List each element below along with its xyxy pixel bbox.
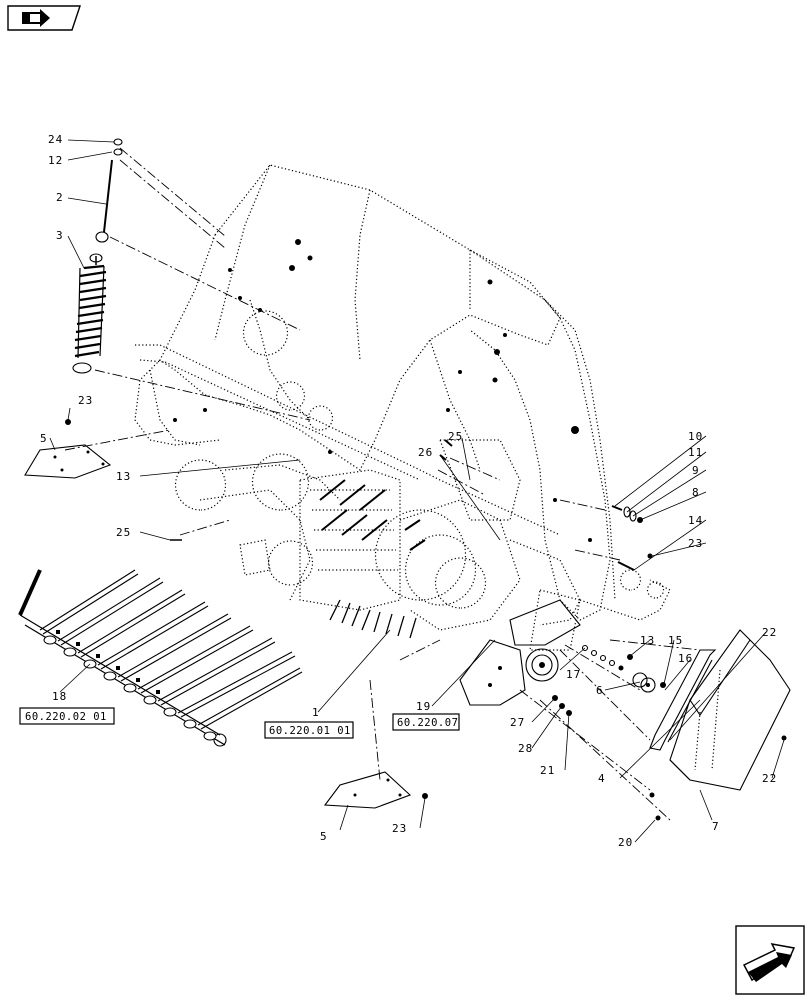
callout-5-left: 5 — [40, 432, 48, 445]
callout-numbers: 24 12 2 3 23 5 13 25 25 26 10 11 9 8 14 … — [40, 133, 777, 849]
callout-18: 18 — [52, 690, 67, 703]
callout-10: 10 — [688, 430, 703, 443]
callout-5-bottom: 5 — [320, 830, 328, 843]
assembly-lines — [64, 147, 701, 821]
guard-part-7 — [669, 629, 791, 791]
drive-assembly-part-19 — [459, 599, 581, 706]
callout-11: 11 — [688, 446, 703, 459]
next-page-arrow-icon[interactable] — [735, 925, 805, 995]
callout-4: 4 — [598, 772, 606, 785]
callout-13-left: 13 — [116, 470, 131, 483]
bolt-part-14 — [617, 561, 635, 571]
plate-part-5-left — [24, 444, 112, 479]
callout-1: 1 — [312, 706, 320, 719]
callout-20: 20 — [618, 836, 633, 849]
eyebolt-part-2 — [95, 159, 113, 243]
callout-12: 12 — [48, 154, 63, 167]
callout-2: 2 — [56, 191, 64, 204]
bushing-part-6 — [632, 672, 656, 693]
callout-25-left: 25 — [116, 526, 131, 539]
callout-23-top-left: 23 — [78, 394, 93, 407]
callout-24: 24 — [48, 133, 63, 146]
callout-16: 16 — [678, 652, 693, 665]
washer-parts-8-11 — [611, 505, 643, 523]
reference-1-label: 60.220.01 01 — [269, 725, 351, 737]
screw-part-22-right — [781, 735, 787, 741]
spring-part-3 — [72, 253, 107, 374]
callout-21: 21 — [540, 764, 555, 777]
callout-3: 3 — [56, 229, 64, 242]
plate-part-5-bottom — [323, 771, 412, 809]
callout-27: 27 — [510, 716, 525, 729]
reference-box-1[interactable]: 60.220.01 01 — [264, 721, 354, 739]
callout-14: 14 — [688, 514, 703, 527]
callout-6: 6 — [596, 684, 604, 697]
reference-19-label: 60.220.07 — [397, 717, 458, 729]
screw-part-20 — [649, 792, 661, 821]
callout-17: 17 — [566, 668, 581, 681]
callout-15: 15 — [668, 634, 683, 647]
leader-lines — [49, 139, 785, 843]
bolt-part-23-left — [65, 419, 71, 425]
callout-8: 8 — [692, 486, 700, 499]
reference-box-19[interactable]: 60.220.07 — [392, 713, 460, 731]
callout-25-centre: 25 — [448, 430, 463, 443]
callout-9: 9 — [692, 464, 700, 477]
callout-23-right: 23 — [688, 537, 703, 550]
nut-part-24 — [113, 138, 123, 156]
bolt-part-25-centre — [444, 439, 453, 447]
callout-22-right: 22 — [762, 772, 777, 785]
page-back-icon[interactable] — [7, 5, 81, 31]
rake-assembly-part-18 — [18, 569, 303, 747]
washer-stack-part-17 — [581, 644, 666, 688]
callout-23-bottom: 23 — [392, 822, 407, 835]
reference-18-label: 60.220.02 01 — [25, 711, 107, 723]
callout-19: 19 — [416, 700, 431, 713]
callout-7: 7 — [712, 820, 720, 833]
reference-box-18[interactable]: 60.220.02 01 — [19, 707, 115, 725]
bolt-part-23-bottom — [422, 793, 428, 799]
baler-frame — [134, 164, 671, 651]
callout-28: 28 — [518, 742, 533, 755]
bolt-part-23-right — [647, 553, 653, 559]
callout-13-right: 13 — [640, 634, 655, 647]
callout-26: 26 — [418, 446, 433, 459]
callout-22-top: 22 — [762, 626, 777, 639]
